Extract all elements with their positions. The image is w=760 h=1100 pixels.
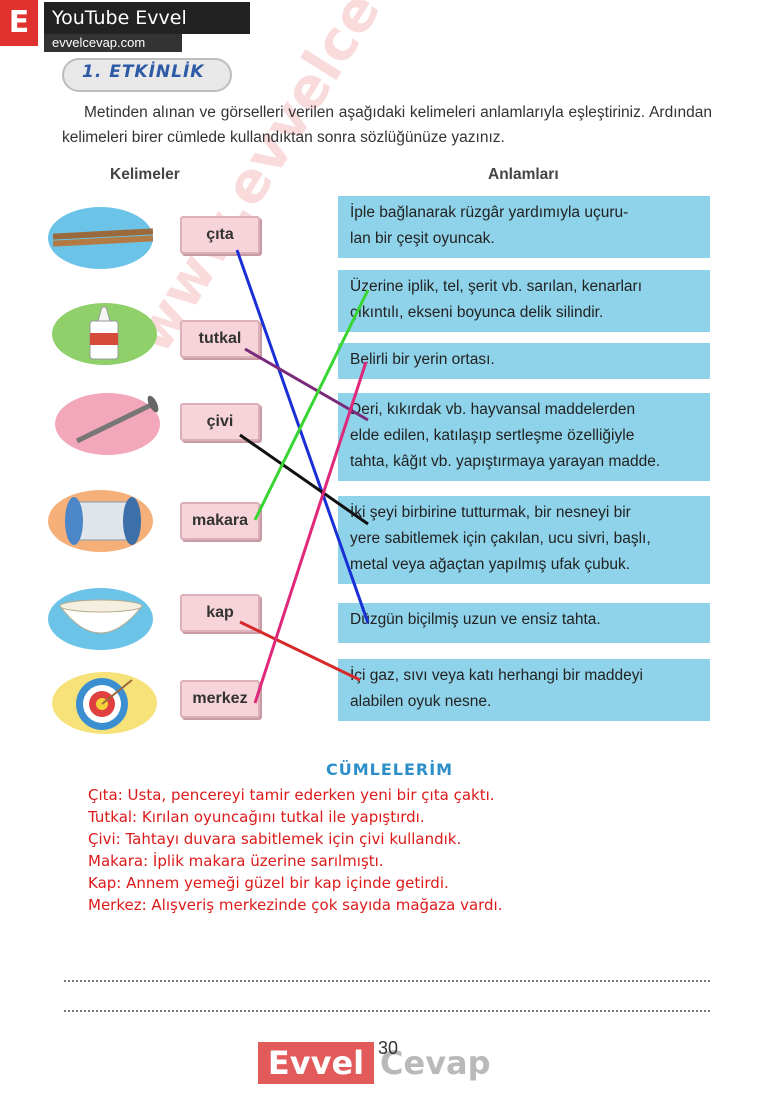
match-line-kap (239, 620, 361, 682)
meaning-card-4[interactable]: Deri, kıkırdak vb. hayvansal maddelerden… (338, 393, 710, 481)
nail-icon (75, 395, 159, 444)
picture-makara (48, 490, 153, 552)
meaning-text: çıkıntılı, ekseni boyunca delik silindir… (350, 304, 604, 321)
brand-logo-e: E (0, 0, 38, 46)
meaning-text: Belirli bir yerin ortası. (350, 351, 495, 368)
word-card-civi[interactable]: çivi (180, 403, 260, 441)
activity-instruction: Metinden alınan ve görselleri verilen aş… (62, 104, 712, 146)
brand-url[interactable]: evvelcevap.com (44, 34, 182, 52)
footer-logo-cevap: Cevap (380, 1044, 491, 1082)
picture-civi (55, 393, 160, 455)
meaning-card-2[interactable]: Üzerine iplik, tel, şerit vb. sarılan, k… (338, 270, 710, 332)
sentence-line: Tutkal: Kırılan oyuncağını tutkal ile ya… (88, 808, 425, 826)
meaning-text: İçi gaz, sıvı veya katı herhangi bir mad… (350, 667, 643, 684)
footer-logo-evvel: Evvel (258, 1042, 374, 1084)
picture-cita (48, 207, 154, 269)
meaning-text: İple bağlanarak rüzgâr yardımıyla uçuru- (350, 204, 629, 221)
meaning-card-7[interactable]: İçi gaz, sıvı veya katı herhangi bir mad… (338, 659, 710, 721)
meaning-text: alabilen oyuk nesne. (350, 693, 492, 710)
bowl-icon (59, 599, 144, 634)
meaning-text: metal veya ağaçtan yapılmış ufak çubuk. (350, 556, 631, 573)
match-line-civi (239, 433, 369, 526)
sentence-line: Çivi: Tahtayı duvara sabitlemek için çiv… (88, 830, 462, 848)
picture-kap (48, 588, 153, 650)
page-number: 30 (378, 1038, 399, 1058)
activity-title: 1. ETKİNLİK (82, 62, 205, 82)
match-line-makara (253, 289, 370, 521)
meaning-card-1[interactable]: İple bağlanarak rüzgâr yardımıyla uçuru-… (338, 196, 710, 258)
wooden-slats-icon (52, 228, 154, 247)
picture-tutkal (52, 303, 157, 365)
glue-bottle-icon (89, 306, 119, 360)
word-card-cita[interactable]: çıta (180, 216, 260, 254)
meaning-text: İki şeyi birbirine tutturmak, bir nesney… (350, 504, 631, 521)
match-line-merkez (253, 361, 368, 704)
sentence-line: Kap: Annem yemeği güzel bir kap içinde g… (88, 874, 449, 892)
meaning-text: tahta, kâğıt vb. yapıştırmaya yarayan ma… (350, 453, 661, 470)
picture-merkez (52, 672, 157, 734)
word-card-makara[interactable]: makara (180, 502, 260, 540)
sentences-title: CÜMLELERİM (326, 760, 454, 779)
word-card-merkez[interactable]: merkez (180, 680, 260, 718)
sentence-line: Merkez: Alışveriş merkezinde çok sayıda … (88, 896, 503, 914)
match-line-cita (235, 249, 370, 624)
sentence-line: Çıta: Usta, pencereyi tamir ederken yeni… (88, 786, 495, 804)
writing-line (64, 1010, 710, 1012)
meaning-card-6[interactable]: Düzgün biçilmiş uzun ve ensiz tahta. (338, 603, 710, 643)
match-line-tutkal (244, 347, 369, 422)
meaning-text: Deri, kıkırdak vb. hayvansal maddelerden (350, 401, 636, 418)
sentence-line: Makara: İplik makara üzerine sarılmıştı. (88, 852, 384, 870)
meaning-text: Üzerine iplik, tel, şerit vb. sarılan, k… (350, 278, 643, 295)
words-header: Kelimeler (110, 166, 180, 183)
meanings-header: Anlamları (488, 166, 559, 183)
meaning-text: yere sabitlemek için çakılan, ucu sivri,… (350, 530, 651, 547)
writing-line (64, 980, 710, 982)
meaning-card-3[interactable]: Belirli bir yerin ortası. (338, 343, 710, 379)
meaning-text: elde edilen, katılaşıp sertleşme özelliğ… (350, 427, 635, 444)
meaning-text: Düzgün biçilmiş uzun ve ensiz tahta. (350, 611, 601, 628)
spool-icon (65, 497, 141, 545)
meaning-card-5[interactable]: İki şeyi birbirine tutturmak, bir nesney… (338, 496, 710, 584)
activity-badge (62, 58, 232, 92)
target-icon (76, 678, 133, 730)
meaning-text: lan bir çeşit oyuncak. (350, 230, 495, 247)
